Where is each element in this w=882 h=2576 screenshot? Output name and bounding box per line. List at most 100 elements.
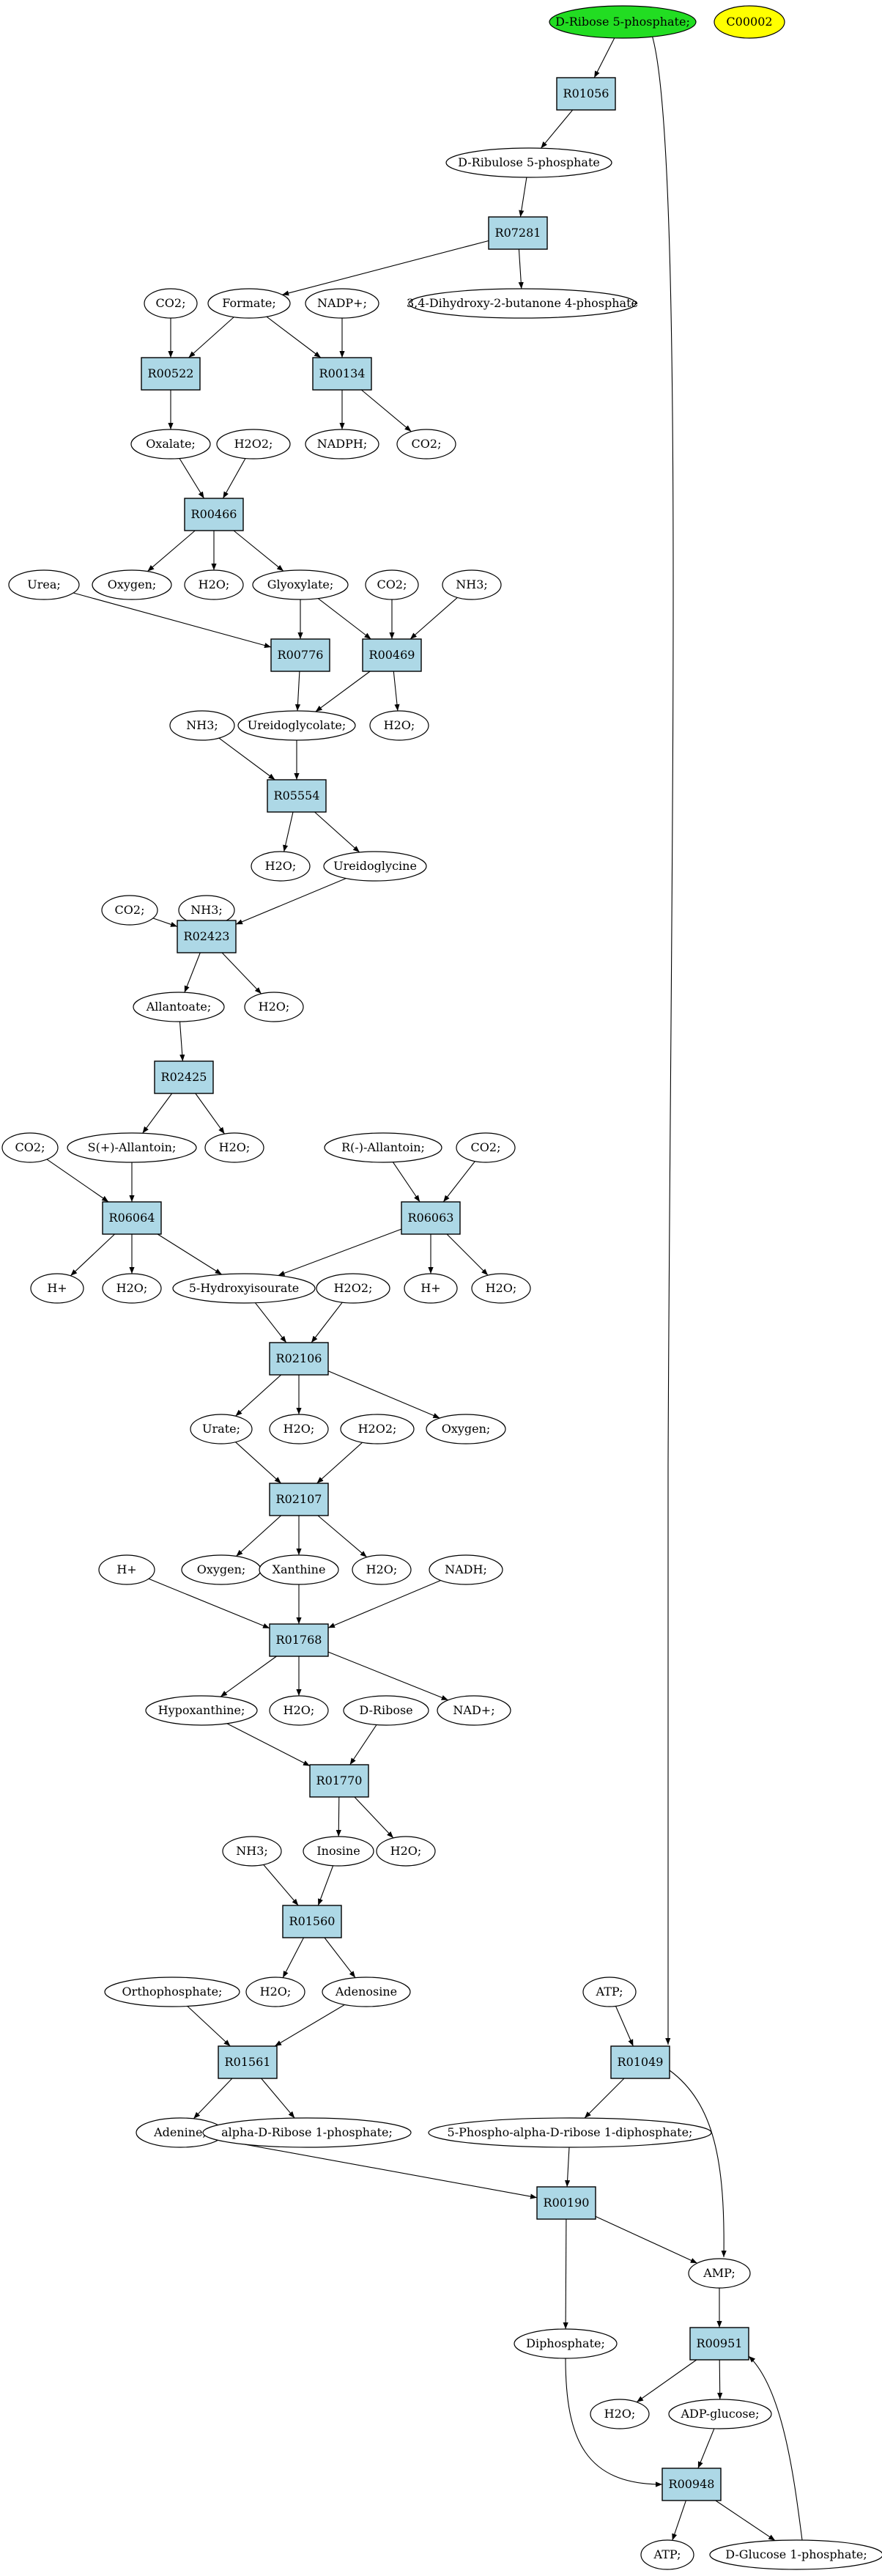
compound-node-h2o_f: H2O;	[102, 1273, 162, 1304]
edge-R01768-to-nadplus	[327, 1651, 448, 1701]
reaction-box	[312, 357, 372, 391]
edge-hypoxanthine-to-R01770	[226, 1723, 311, 1767]
compound-ellipse	[582, 1977, 637, 2007]
reaction-node-R00948: R00948	[662, 2468, 722, 2501]
compound-node-oxalate: Oxalate;	[130, 429, 211, 460]
node-label: R00522	[148, 366, 194, 380]
compound-ellipse	[445, 147, 612, 178]
compound-node-hplus_c: H+	[98, 1554, 155, 1585]
reaction-box	[102, 1201, 162, 1235]
node-label: NADP+;	[317, 296, 367, 310]
compound-node-h2o_b: H2O;	[369, 710, 429, 741]
edge-R02425-to-sallantoin	[142, 1093, 173, 1134]
compound-ellipse	[305, 429, 379, 460]
compound-node-g1p: D-Glucose 1-phosphate;	[709, 2539, 882, 2570]
node-label: R01770	[316, 1774, 363, 1787]
edge-R00466-to-oxygen_a	[147, 530, 196, 572]
node-label: NH3;	[456, 577, 488, 591]
node-label: R(-)-Allantoin;	[341, 1140, 425, 1154]
edge-R06063-to-hiu	[278, 1228, 402, 1277]
edge-nh3_d-to-R01560	[263, 1864, 299, 1906]
compound-ellipse	[237, 710, 356, 741]
reaction-node-R00134: R00134	[312, 357, 372, 391]
edge-inosine-to-R01560	[317, 1865, 334, 1906]
compound-ellipse	[252, 569, 349, 600]
node-label: H2O;	[265, 859, 297, 873]
edge-R01560-to-adenosine	[324, 1937, 356, 1978]
node-label: 3,4-Dihydroxy-2-butanone 4-phosphate	[407, 296, 638, 310]
compound-ellipse	[514, 2328, 618, 2359]
node-label: Hypoxanthine;	[158, 1703, 245, 1717]
compound-ellipse	[549, 5, 697, 39]
compound-ellipse	[98, 1554, 155, 1585]
compound-ellipse	[207, 288, 291, 319]
reaction-box	[269, 1483, 329, 1516]
compound-node-co2_c: CO2;	[365, 569, 419, 600]
reaction-node-R05554: R05554	[267, 779, 327, 813]
compound-node-formate: Formate;	[207, 288, 291, 319]
node-label: H2O;	[260, 1985, 292, 1999]
node-label: Adenine;	[153, 2125, 207, 2139]
reaction-box	[689, 2327, 749, 2361]
reaction-node-R07281: R07281	[488, 216, 548, 250]
node-label: H+	[47, 1281, 67, 1295]
node-label: R06064	[109, 1211, 155, 1225]
compound-node-rallantoin: R(-)-Allantoin;	[324, 1132, 442, 1163]
edge-R02107-to-oxygen_c	[236, 1515, 282, 1557]
node-label: R02423	[184, 929, 230, 943]
compound-node-h2o_a: H2O;	[184, 569, 244, 600]
compound-node-hypoxanthine: Hypoxanthine;	[145, 1695, 258, 1726]
compound-ellipse	[352, 1554, 412, 1585]
edge-ribulose5p-to-R07281	[519, 177, 527, 218]
edge-urate-to-R02107	[235, 1442, 282, 1484]
edge-R07281-to-dhbp	[518, 248, 524, 289]
compound-ellipse	[222, 1836, 282, 1867]
node-label: C00002	[726, 15, 772, 29]
node-label: 5-Hydroxyisourate	[189, 1281, 300, 1295]
compound-node-nadplus: NAD+;	[437, 1695, 511, 1726]
node-label: Xanthine	[273, 1562, 326, 1576]
compound-node-h2o_m: H2O;	[590, 2399, 650, 2429]
reaction-node-R02425: R02425	[154, 1060, 214, 1094]
compound-node-ureidoglycolate: Ureidoglycolate;	[237, 710, 356, 741]
compound-node-inosine: Inosine	[303, 1836, 374, 1867]
node-label: NADPH;	[317, 437, 368, 451]
node-label: Oxygen;	[108, 577, 157, 591]
node-label: H2O;	[390, 1844, 422, 1858]
edge-adpglucose-to-R00948	[697, 2428, 715, 2469]
compound-node-hplus_b: H+	[404, 1273, 458, 1304]
reaction-box	[282, 1905, 342, 1938]
reaction-box	[488, 216, 548, 250]
compound-ellipse	[169, 710, 235, 741]
reaction-node-R01561: R01561	[218, 2045, 278, 2079]
compound-ellipse	[30, 1273, 84, 1304]
reaction-box	[536, 2186, 596, 2220]
reaction-node-R00466: R00466	[184, 498, 244, 531]
edge-g1p-to-R00951	[748, 2355, 803, 2541]
node-label: H2O;	[384, 718, 415, 732]
edge-formate-to-R00522	[188, 317, 234, 358]
reaction-box	[267, 779, 327, 813]
reaction-node-R02107: R02107	[269, 1483, 329, 1516]
edge-co2_e-to-R06064	[46, 1159, 109, 1203]
edge-nadh-to-R01768	[327, 1579, 441, 1628]
compound-ellipse	[101, 895, 158, 926]
compound-ellipse	[640, 2539, 694, 2570]
compound-node-nh3_a: NH3;	[442, 569, 502, 600]
compound-ellipse	[426, 1414, 506, 1444]
node-label: R02106	[276, 1351, 322, 1365]
edge-R00948-to-g1p	[715, 2500, 776, 2542]
node-label: S(+)-Allantoin;	[88, 1140, 177, 1154]
edge-R01561-to-ar1p	[261, 2078, 295, 2119]
compound-ellipse	[145, 1695, 258, 1726]
compound-ellipse	[269, 1414, 329, 1444]
reaction-node-R00190: R00190	[536, 2186, 596, 2220]
edge-R07281-to-formate	[282, 240, 489, 296]
compound-ellipse	[688, 2258, 751, 2289]
compound-node-xanthine: Xanthine	[259, 1554, 339, 1585]
compound-ellipse	[590, 2399, 650, 2429]
node-label: 5-Phospho-alpha-D-ribose 1-diphosphate;	[448, 2125, 693, 2139]
reaction-box	[662, 2468, 722, 2501]
compound-node-h2o_d: H2O;	[244, 992, 304, 1022]
compound-node-co2_f: CO2;	[456, 1132, 516, 1163]
